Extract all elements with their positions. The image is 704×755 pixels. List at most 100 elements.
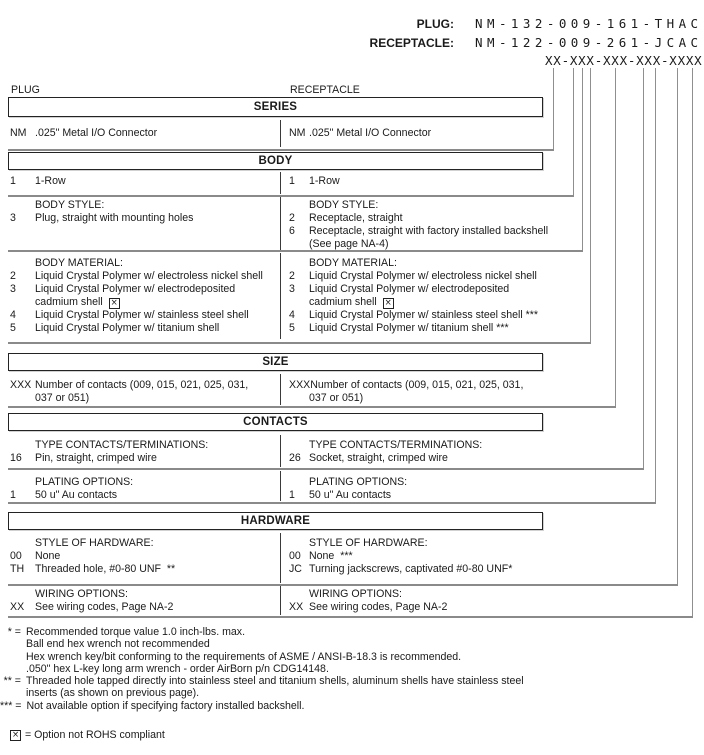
code-cell (10, 296, 35, 309)
footnote-marker (0, 651, 21, 663)
body-style-group: BODY STYLE: 3 Plug, straight with mounti… (8, 197, 548, 250)
desc-cell: See wiring codes, Page NA-2 (35, 601, 174, 613)
body-material-receptacle-column: BODY MATERIAL: 2 Liquid Crystal Polymer … (280, 253, 545, 339)
desc-cell: Liquid Crystal Polymer w/ electrodeposit… (35, 283, 236, 295)
receptacle-column-header: RECEPTACLE (290, 84, 360, 96)
desc-cell: 037 or 051) (35, 392, 90, 404)
code-cell (10, 537, 35, 550)
divider-plating (8, 502, 656, 504)
code-cell (10, 476, 35, 489)
table-row: 1 50 u" Au contacts (10, 489, 280, 502)
contacts-type-receptacle-column: TYPE CONTACTS/TERMINATIONS: 26 Socket, s… (280, 435, 545, 467)
series-row: NM .025" Metal I/O Connector NM .025" Me… (8, 120, 545, 147)
divider-row (8, 195, 574, 197)
table-row: 4 Liquid Crystal Polymer w/ stainless st… (10, 309, 280, 322)
series-receptacle-column: NM .025" Metal I/O Connector (280, 120, 545, 147)
body-style-receptacle-column: BODY STYLE: 2 Receptacle, straight 6 Rec… (280, 197, 548, 250)
leader-line-size (615, 68, 616, 408)
group-label: PLATING OPTIONS: (35, 476, 134, 488)
code-cell (289, 257, 309, 270)
group-label: BODY STYLE: (35, 199, 105, 211)
table-row: 2 Liquid Crystal Polymer w/ electroless … (10, 270, 280, 283)
table-row: TH Threaded hole, #0-80 UNF ** (10, 563, 280, 576)
body-style-plug-column: BODY STYLE: 3 Plug, straight with mounti… (8, 197, 280, 250)
code-cell: TH (10, 563, 25, 575)
series-plug-column: NM .025" Metal I/O Connector (8, 120, 280, 147)
group-label: WIRING OPTIONS: (309, 588, 402, 600)
desc-cell: Receptacle, straight (309, 212, 403, 224)
plug-part-number-label: PLUG: (416, 17, 454, 31)
table-row: JC Turning jackscrews, captivated #0-80 … (289, 563, 545, 576)
desc-cell: Liquid Crystal Polymer w/ electrodeposit… (309, 283, 510, 295)
code-cell (10, 439, 35, 452)
code-cell: 3 (10, 283, 16, 295)
code-cell: 00 (10, 550, 22, 562)
code-cell (289, 537, 309, 550)
section-header-hardware: HARDWARE (8, 512, 543, 530)
desc-cell: Liquid Crystal Polymer w/ electroless ni… (309, 270, 537, 282)
table-row: 037 or 051) (10, 392, 280, 405)
not-rohs-icon: × (382, 298, 394, 309)
code-cell: 1 (289, 175, 295, 187)
footnote-line: ** = Threaded hole tapped directly into … (0, 675, 640, 687)
footnote-text: .050" hex L-key long arm wrench - order … (26, 662, 329, 675)
footnote-text: inserts (as shown on previous page). (26, 687, 200, 700)
desc-cell: 1-Row (309, 175, 340, 187)
code-cell: 5 (10, 322, 16, 334)
body-material-group: BODY MATERIAL: 2 Liquid Crystal Polymer … (8, 253, 545, 339)
group-label-row: TYPE CONTACTS/TERMINATIONS: (10, 439, 280, 452)
desc-text: cadmium shell (35, 296, 103, 308)
desc-cell: Pin, straight, crimped wire (35, 452, 157, 464)
table-row: (See page NA-4) (289, 238, 548, 251)
code-cell (289, 238, 309, 251)
code-cell (10, 199, 35, 212)
footnote-marker (0, 663, 21, 675)
section-header-body: BODY (8, 152, 543, 170)
not-rohs-icon: × (10, 729, 21, 741)
table-row: 5 Liquid Crystal Polymer w/ titanium she… (289, 322, 545, 335)
desc-cell: Turning jackscrews, captivated #0-80 UNF… (309, 563, 513, 575)
code-cell (289, 588, 309, 601)
desc-cell: cadmium shell× (35, 296, 120, 309)
part-number-pattern: XX-XXX-XXX-XXX-XXXX (545, 53, 703, 68)
code-cell (289, 476, 309, 489)
group-label: BODY MATERIAL: (35, 257, 123, 269)
desc-cell: Number of contacts (009, 015, 021, 025, … (310, 379, 524, 391)
wiring-plug-column: WIRING OPTIONS: XX See wiring codes, Pag… (8, 586, 280, 615)
footnote-marker: *** = (0, 699, 22, 712)
code-cell: XX (10, 601, 25, 613)
table-row: XXX Number of contacts (009, 015, 021, 0… (10, 379, 280, 392)
code-cell: 2 (289, 270, 295, 282)
code-cell (289, 296, 309, 309)
group-label-row: PLATING OPTIONS: (10, 476, 280, 489)
code-cell: NM (10, 127, 27, 139)
leader-line-plating (655, 68, 656, 504)
table-row: XX See wiring codes, Page NA-2 (289, 601, 545, 614)
desc-cell: .025" Metal I/O Connector (35, 127, 158, 139)
table-row: 00 None (10, 550, 280, 563)
footnote-text: Not available option if specifying facto… (26, 699, 305, 712)
code-cell: 3 (289, 283, 295, 295)
plating-plug-column: PLATING OPTIONS: 1 50 u" Au contacts (8, 471, 280, 501)
table-row: XXX Number of contacts (009, 015, 021, 0… (289, 379, 545, 392)
table-row: NM .025" Metal I/O Connector (10, 127, 280, 140)
code-cell (10, 392, 35, 405)
leader-line-row (573, 68, 574, 197)
section-header-contacts: CONTACTS (8, 413, 543, 431)
footnote-line: Ball end hex wrench not recommended (0, 638, 640, 650)
group-label: WIRING OPTIONS: (35, 588, 128, 600)
size-row: XXX Number of contacts (009, 015, 021, 0… (8, 374, 545, 405)
code-cell: JC (289, 563, 302, 575)
code-cell: 6 (289, 225, 295, 237)
rohs-note: × = Option not ROHS compliant (10, 729, 165, 741)
table-row: cadmium shell× (289, 296, 545, 309)
divider-body-style (8, 250, 583, 252)
desc-cell: 50 u" Au contacts (35, 489, 118, 501)
leader-line-series (553, 68, 554, 151)
code-cell: 3 (10, 212, 16, 224)
leader-line-wiring (692, 68, 693, 618)
desc-cell: Plug, straight with mounting holes (35, 212, 194, 224)
wiring-receptacle-column: WIRING OPTIONS: XX See wiring codes, Pag… (280, 586, 545, 615)
plating-group: PLATING OPTIONS: 1 50 u" Au contacts PLA… (8, 471, 545, 501)
